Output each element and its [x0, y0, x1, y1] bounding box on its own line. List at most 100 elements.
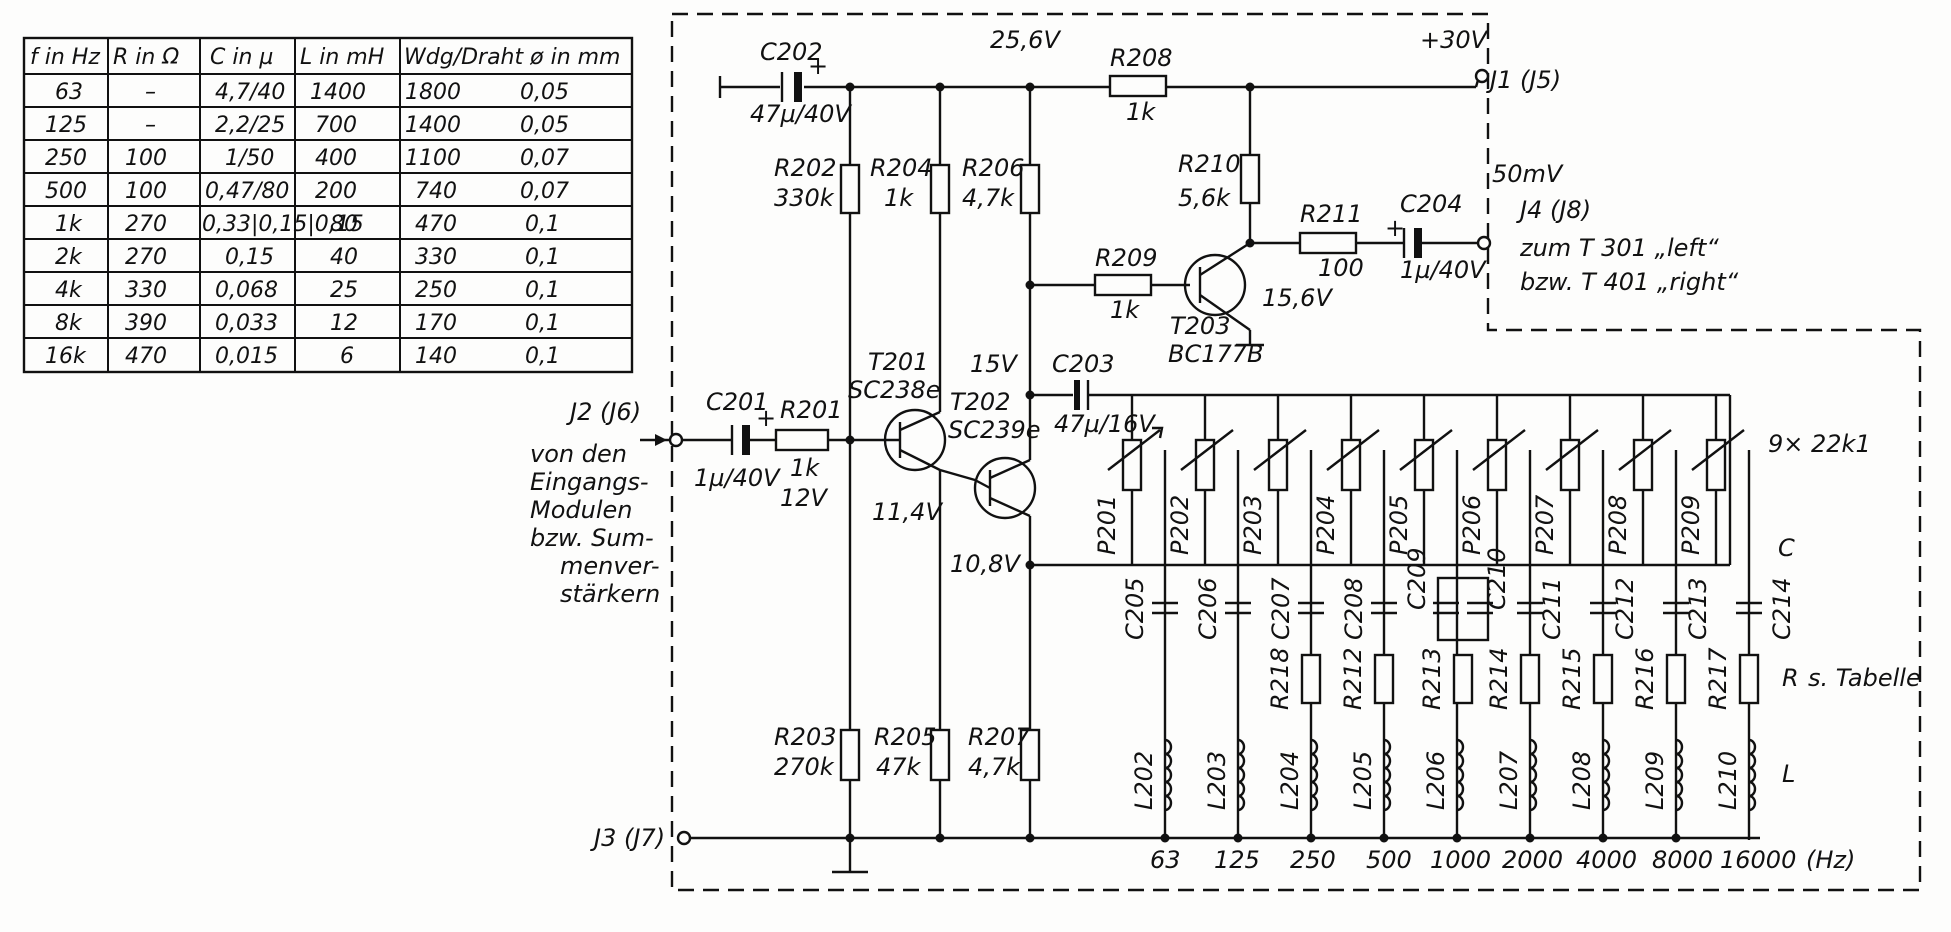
capacitor-bank: C205 C206 C207 C208 C209 C210 C211 C212 …: [1121, 547, 1796, 642]
module-outline: [670, 12, 1922, 892]
table-cell: 740: [415, 179, 457, 204]
table-cell: 1k: [55, 212, 83, 237]
svg-text:1k: 1k: [790, 454, 820, 482]
svg-text:250: 250: [1290, 846, 1336, 874]
output-note: zum T 301 „left“ bzw. T 401 „right“: [1519, 234, 1739, 296]
svg-text:C213: C213: [1684, 577, 1712, 640]
svg-text:1000: 1000: [1430, 846, 1491, 874]
svg-text:R213: R213: [1418, 648, 1446, 710]
svg-text:4000: 4000: [1576, 846, 1637, 874]
j1-terminal: [1474, 68, 1490, 84]
cap-c211: C211: [1517, 577, 1566, 640]
svg-text:Eingangs-: Eingangs-: [530, 468, 649, 496]
table-cell: 8k: [55, 311, 83, 336]
svg-text:C212: C212: [1611, 577, 1639, 640]
voltage-11-4: 11,4V: [872, 498, 943, 526]
svg-text:63: 63: [1150, 846, 1181, 874]
table-cell: 4k: [55, 278, 83, 303]
table-header-f: f in Hz: [30, 45, 100, 70]
j1-label: J1 (J5): [1486, 66, 1561, 94]
svg-text:C206: C206: [1194, 577, 1222, 640]
svg-text:2000: 2000: [1502, 846, 1563, 874]
svg-text:C209: C209: [1403, 547, 1431, 610]
svg-text:R206: R206: [962, 154, 1024, 182]
svg-text:12V: 12V: [780, 484, 829, 512]
t202-string: R206 4,7k R207 4,7k: [962, 87, 1041, 838]
table-cell: 0,07: [520, 146, 569, 171]
svg-text:47k: 47k: [876, 753, 922, 781]
svg-text:R217: R217: [1704, 647, 1732, 710]
supply-rail: [718, 68, 1490, 98]
svg-text:C201: C201: [706, 388, 769, 416]
pot-p204: P204: [1312, 395, 1386, 840]
table-cell: 250: [415, 278, 457, 303]
svg-text:T202: T202: [950, 388, 1010, 416]
svg-text:R204: R204: [870, 154, 932, 182]
svg-text:SC239e: SC239e: [948, 416, 1041, 444]
svg-text:BC177B: BC177B: [1168, 340, 1264, 368]
svg-text:L210: L210: [1714, 751, 1742, 810]
table-cell: 25: [330, 278, 358, 303]
svg-text:47µ/16V: 47µ/16V: [1054, 410, 1156, 438]
table-cell: 0,15: [225, 245, 274, 270]
svg-text:L206: L206: [1422, 751, 1450, 810]
cap-c207: C207: [1267, 577, 1324, 640]
table-cell: 1800: [405, 80, 461, 105]
pot-p206: P206: [1458, 395, 1532, 840]
input-note: von den Eingangs- Modulen bzw. Sum- menv…: [530, 440, 660, 608]
svg-text:8000: 8000: [1652, 846, 1713, 874]
svg-text:330k: 330k: [774, 184, 835, 212]
table-cell: 700: [315, 113, 357, 138]
svg-text:SC238e: SC238e: [848, 376, 941, 404]
svg-text:4,7k: 4,7k: [962, 184, 1015, 212]
svg-text:P202: P202: [1166, 495, 1194, 555]
svg-text:+: +: [808, 52, 828, 80]
svg-text:R210: R210: [1178, 150, 1240, 178]
table-cell: 16k: [45, 344, 87, 369]
svg-text:C207: C207: [1267, 577, 1295, 640]
cap-c206: C206: [1194, 577, 1251, 640]
table-header-r: R in Ω: [113, 45, 179, 70]
output-stage: R210 5,6k R209 1k T203 BC177B R211 100 C…: [1030, 87, 1492, 368]
svg-text:C: C: [1778, 534, 1795, 562]
j3-label: J3 (J7): [590, 824, 665, 852]
pot-p207: P207: [1531, 395, 1605, 840]
table-cell: 0,33|0,15|0,15: [202, 212, 364, 237]
svg-text:L203: L203: [1203, 751, 1231, 810]
svg-text:R215: R215: [1558, 648, 1586, 710]
table-cell: 2,2/25: [215, 113, 285, 138]
potentiometer-bank: P201 P202 P203 P204: [1093, 395, 1871, 840]
table-cell: 470: [125, 344, 167, 369]
svg-text:L204: L204: [1276, 751, 1304, 810]
table-cell: 400: [315, 146, 357, 171]
svg-text:1µ/40V: 1µ/40V: [694, 464, 781, 492]
svg-text:P205: P205: [1385, 495, 1413, 555]
resistor-bank: R218 R212 R213 R214 R215 R216 R217: [1266, 647, 1760, 710]
supply-voltage-label: +30V: [1420, 26, 1489, 54]
transistor-t202: T202 SC239e: [948, 388, 1041, 520]
pot-p201: P201: [1093, 395, 1167, 840]
svg-text:L202: L202: [1130, 751, 1158, 810]
table-cell: 40: [330, 245, 358, 270]
frequency-labels: 63 125 250 500 1000 2000 4000 8000 16000…: [1150, 846, 1855, 874]
svg-text:P204: P204: [1312, 495, 1340, 555]
svg-text:zum T 301 „left“: zum T 301 „left“: [1519, 234, 1719, 262]
table-cell: 0,015: [215, 344, 278, 369]
svg-text:T201: T201: [868, 348, 928, 376]
svg-text:(Hz): (Hz): [1806, 846, 1855, 874]
table-cell: 0,033: [215, 311, 278, 336]
svg-text:C214: C214: [1768, 577, 1796, 640]
table-cell: 0,1: [525, 344, 560, 369]
table-cell: –: [145, 80, 156, 105]
svg-text:menver-: menver-: [560, 552, 660, 580]
table-cell: 1/50: [225, 146, 274, 171]
svg-text:bzw. Sum-: bzw. Sum-: [530, 524, 654, 552]
table-cell: 140: [415, 344, 457, 369]
ground-rail: [676, 830, 1760, 874]
svg-text:L205: L205: [1349, 751, 1377, 810]
table-cell: 170: [415, 311, 457, 336]
table-header-c: C in µ: [210, 45, 273, 70]
table-cell: 330: [125, 278, 167, 303]
voltage-15: 15V: [970, 350, 1019, 378]
table-cell: 1400: [405, 113, 461, 138]
